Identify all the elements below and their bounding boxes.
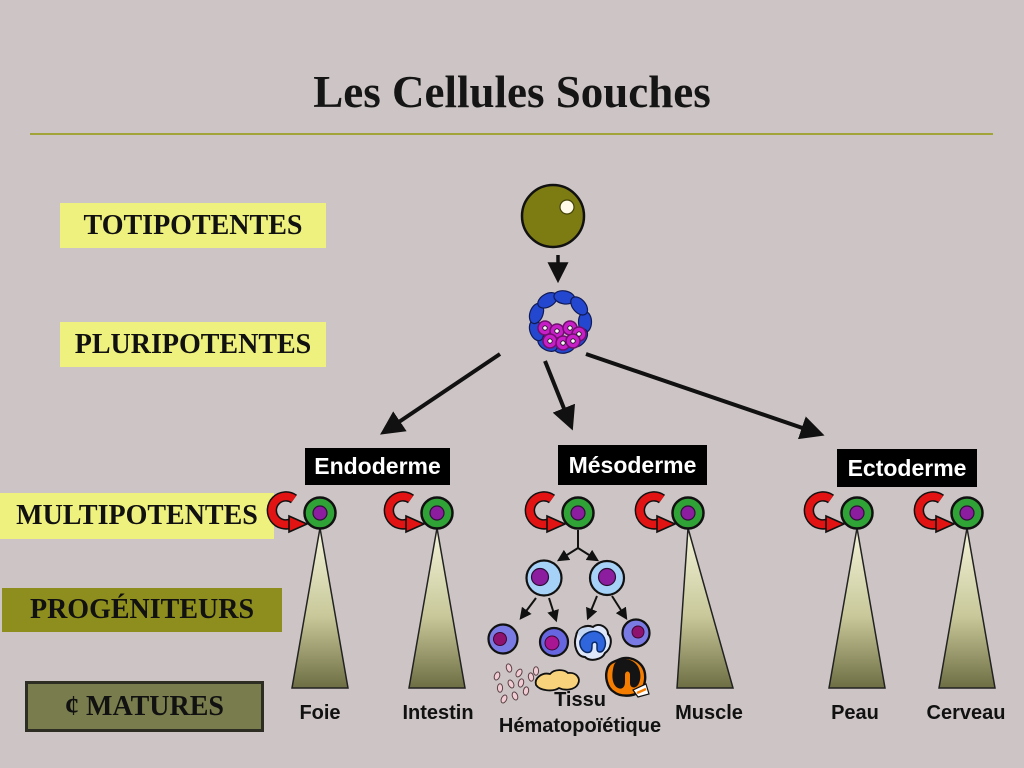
foie-text: Foie bbox=[299, 702, 341, 724]
tissue-label-hematopoietique: Tissu Hématopoïétique bbox=[499, 687, 661, 739]
label-matures: ¢ MATURES bbox=[25, 681, 264, 732]
label-pluripotentes-text: PLURIPOTENTES bbox=[74, 328, 312, 360]
totipotent-cell-icon bbox=[520, 183, 586, 249]
title-divider bbox=[30, 133, 993, 135]
multipotent-stem-cell-icon bbox=[561, 496, 595, 530]
page-title: Les Cellules Souches bbox=[313, 67, 711, 117]
tissue-label-cerveau: Cerveau bbox=[927, 700, 1006, 726]
differentiation-cone-foie bbox=[291, 527, 349, 689]
blastocyst-icon bbox=[528, 290, 593, 354]
macrophage-icon bbox=[605, 656, 650, 698]
cerveau-text: Cerveau bbox=[926, 702, 1006, 724]
multipotent-stem-cell-icon bbox=[303, 496, 337, 530]
mature-blood-cell-icon bbox=[487, 623, 519, 655]
arrow-to-ectoderme bbox=[585, 352, 825, 440]
multipotent-stem-cell-icon bbox=[840, 496, 874, 530]
differentiation-cone-peau bbox=[828, 527, 886, 689]
multipotent-stem-cell-icon bbox=[420, 496, 454, 530]
tissue-label-intestin: Intestin bbox=[402, 700, 473, 726]
label-multipotentes-text: MULTIPOTENTES bbox=[16, 500, 258, 531]
tissu-text: Tissu bbox=[554, 689, 606, 711]
neutrophil-icon bbox=[574, 624, 612, 661]
label-multipotentes: MULTIPOTENTES bbox=[0, 493, 274, 539]
mature-blood-cell-icon bbox=[538, 626, 570, 658]
label-progeniteurs: PROGÉNITEURS bbox=[2, 588, 282, 632]
differentiation-cone-intestin bbox=[408, 527, 466, 689]
tissue-label-peau: Peau bbox=[831, 700, 879, 726]
ectoderme-text: Ectoderme bbox=[847, 454, 967, 481]
self-renewal-arrow-icon bbox=[530, 496, 565, 532]
germ-layer-endoderme: Endoderme bbox=[305, 448, 450, 485]
endoderme-text: Endoderme bbox=[314, 453, 441, 479]
self-renewal-arrow-icon bbox=[809, 496, 844, 532]
arrow-to-mesoderme bbox=[543, 360, 576, 431]
tissue-label-muscle: Muscle bbox=[675, 700, 743, 726]
germ-layer-ectoderme: Ectoderme bbox=[837, 449, 977, 487]
mature-blood-cell-icon bbox=[621, 618, 651, 648]
self-renewal-arrow-icon bbox=[272, 496, 307, 532]
band-cell-icon bbox=[534, 669, 580, 692]
self-renewal-arrow-icon bbox=[919, 496, 954, 532]
differentiation-cone-muscle bbox=[676, 527, 734, 689]
germ-layer-mesoderme: Mésoderme bbox=[558, 445, 707, 485]
inner-cell-mass bbox=[537, 320, 587, 351]
progenitor-cell-icon bbox=[525, 559, 563, 597]
label-totipotentes: TOTIPOTENTES bbox=[60, 203, 326, 248]
multipotent-stem-cell-icon bbox=[671, 496, 705, 530]
muscle-text: Muscle bbox=[675, 702, 743, 724]
label-totipotentes-text: TOTIPOTENTES bbox=[83, 209, 303, 241]
multipotent-stem-cell-icon bbox=[950, 496, 984, 530]
progenitor-cell-icon bbox=[588, 559, 626, 597]
self-renewal-arrow-icon bbox=[640, 496, 675, 532]
mesoderme-text: Mésoderme bbox=[568, 451, 697, 478]
differentiation-cone-cerveau bbox=[938, 527, 996, 689]
self-renewal-arrow-icon bbox=[389, 496, 424, 532]
label-matures-text: ¢ MATURES bbox=[65, 690, 224, 722]
peau-text: Peau bbox=[831, 702, 879, 724]
arrow-to-endoderme bbox=[380, 352, 502, 435]
platelets-icon bbox=[493, 663, 540, 704]
hematopoietic-lineage bbox=[487, 530, 651, 704]
intestin-text: Intestin bbox=[402, 702, 474, 724]
label-pluripotentes: PLURIPOTENTES bbox=[60, 322, 326, 367]
tissue-label-foie: Foie bbox=[299, 700, 340, 726]
hematopoietique-text: Hématopoïétique bbox=[498, 715, 662, 737]
label-progeniteurs-text: PROGÉNITEURS bbox=[29, 594, 255, 625]
